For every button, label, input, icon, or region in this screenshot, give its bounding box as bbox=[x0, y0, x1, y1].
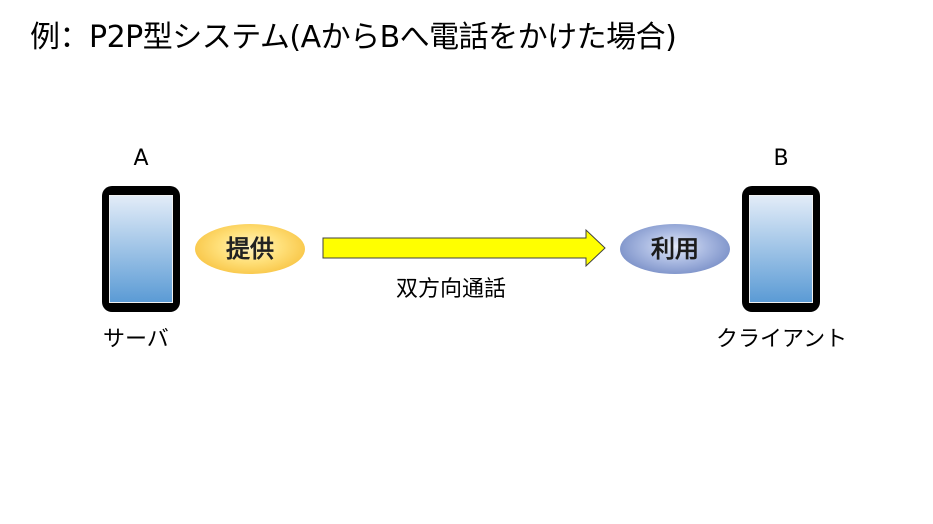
peer-a-label: A bbox=[133, 146, 149, 171]
peer-b-phone-icon bbox=[742, 186, 820, 312]
provide-badge: 提供 bbox=[195, 224, 305, 274]
use-badge: 利用 bbox=[620, 224, 730, 274]
slide-title: 例：P2P型システム(AからBへ電話をかけた場合) bbox=[30, 20, 677, 55]
peer-a-phone-icon bbox=[102, 186, 180, 312]
peer-b-label: B bbox=[773, 146, 789, 171]
connection-label: 双方向通話 bbox=[396, 277, 507, 302]
peer-b-phone-screen bbox=[749, 195, 813, 303]
peer-a-phone-screen bbox=[109, 195, 173, 303]
bidirectional-call-arrow bbox=[322, 228, 606, 268]
peer-a-role: サーバ bbox=[103, 327, 169, 352]
peer-b-role: クライアント bbox=[716, 327, 848, 352]
